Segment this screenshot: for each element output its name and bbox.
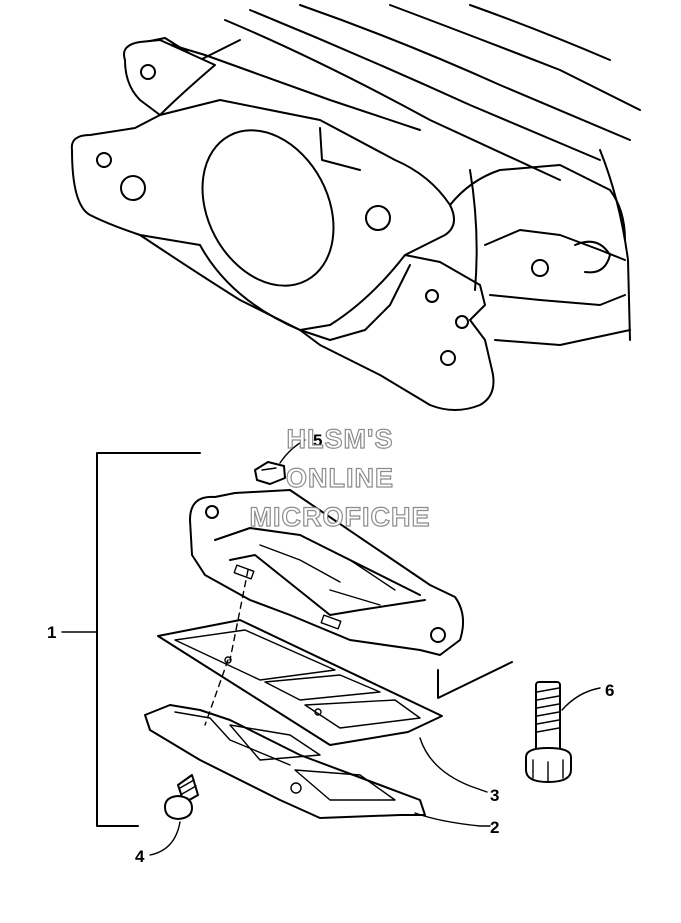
callout-3: 3 <box>490 786 499 805</box>
callout-6: 6 <box>605 681 614 700</box>
watermark-line-1: HLSM'S <box>287 424 394 454</box>
leader-lines <box>149 439 601 856</box>
bolt-part-6 <box>525 681 572 783</box>
callout-4: 4 <box>135 847 145 866</box>
leader-3 <box>419 737 488 793</box>
callout-1: 1 <box>47 623 56 642</box>
callout-2: 2 <box>490 818 499 837</box>
leader-2 <box>414 812 491 827</box>
watermark-line-2: ONLINE <box>286 463 394 493</box>
watermark: HLSM'S ONLINE MICROFICHE <box>249 423 431 532</box>
screw-part-4 <box>164 774 199 820</box>
assembly-bracket <box>96 452 201 827</box>
leader-6 <box>561 687 601 711</box>
leader-4 <box>149 821 181 856</box>
watermark-line-3: MICROFICHE <box>250 502 431 532</box>
reed-valve-assembly <box>61 452 513 827</box>
leader-5 <box>279 439 306 464</box>
callout-5: 5 <box>313 431 322 450</box>
cylinder-housing <box>70 4 641 411</box>
